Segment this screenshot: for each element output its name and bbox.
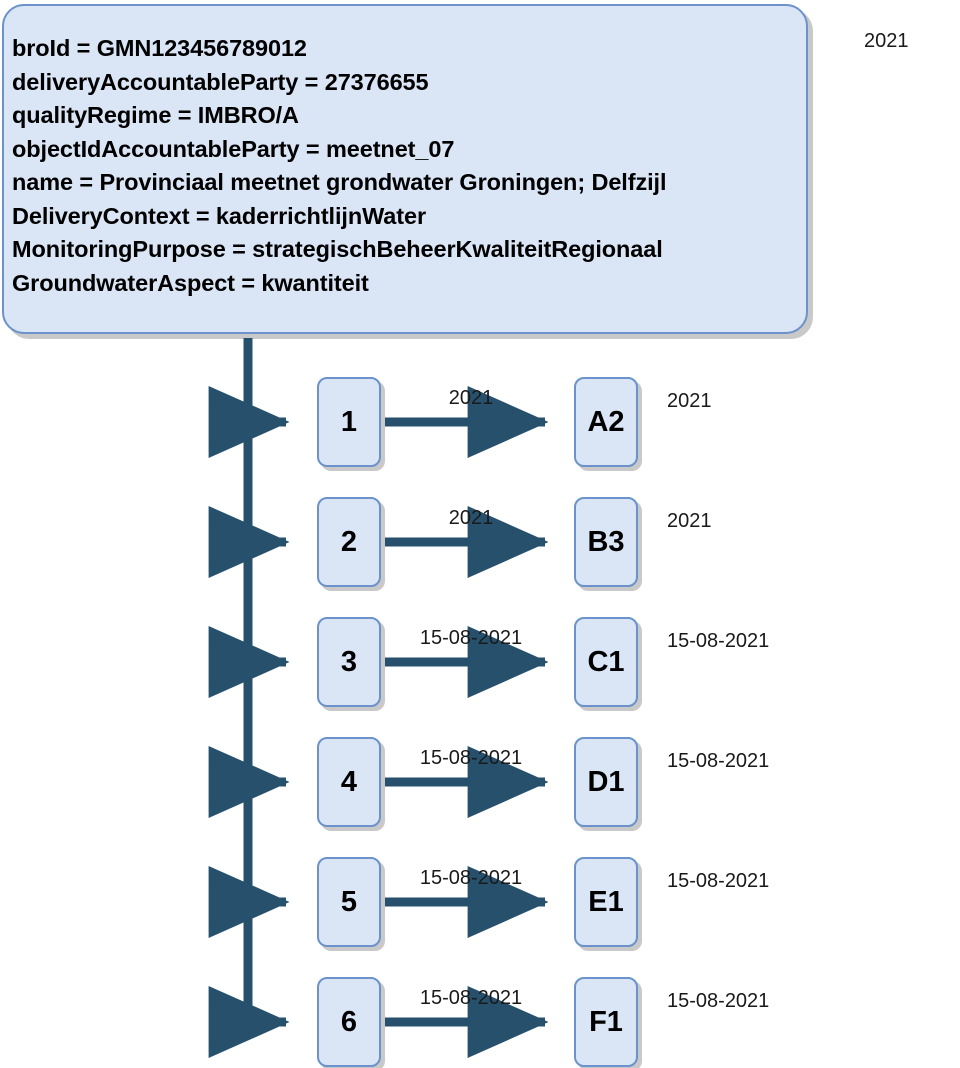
edge-label-5: 15-08-2021: [419, 867, 523, 889]
row-date-label-3: 15-08-2021: [667, 630, 770, 652]
tube-node-6[interactable]: F1: [574, 977, 638, 1067]
gmn-attribute-list: broId = GMN123456789012 deliveryAccounta…: [12, 32, 798, 300]
attribute-monitoringpurpose: MonitoringPurpose = strategischBeheerKwa…: [12, 236, 663, 262]
tube-node-3[interactable]: C1: [574, 617, 638, 707]
tube-node-4[interactable]: D1: [574, 737, 638, 827]
attribute-qualityregime: qualityRegime = IMBRO/A: [12, 102, 299, 128]
attribute-broid: broId = GMN123456789012: [12, 35, 307, 61]
measuring-point-node-4[interactable]: 4: [317, 737, 381, 827]
edge-label-1: 2021: [448, 387, 494, 409]
row-date-label-1: 2021: [667, 390, 712, 412]
edge-label-6: 15-08-2021: [419, 987, 523, 1009]
gmn-info-box: broId = GMN123456789012 deliveryAccounta…: [2, 4, 808, 334]
edge-label-3: 15-08-2021: [419, 627, 523, 649]
tube-node-1[interactable]: A2: [574, 377, 638, 467]
branch-connector-2: [208, 506, 290, 578]
attribute-objectidaccountableparty: objectIdAccountableParty = meetnet_07: [12, 135, 455, 162]
measuring-point-node-1[interactable]: 1: [317, 377, 381, 467]
tube-node-5[interactable]: E1: [574, 857, 638, 947]
row-date-label-2: 2021: [667, 510, 712, 532]
branch-connector-3: [208, 626, 290, 698]
branch-connector-5: [208, 866, 290, 938]
trunk-connector: [208, 338, 290, 1058]
row-date-label-6: 15-08-2021: [667, 990, 770, 1012]
edge-label-4: 15-08-2021: [419, 747, 523, 769]
measuring-point-node-6[interactable]: 6: [317, 977, 381, 1067]
attribute-deliverycontext: DeliveryContext = kaderrichtlijnWater: [12, 202, 426, 229]
tube-node-2[interactable]: B3: [574, 497, 638, 587]
attribute-groundwateraspect: GroundwaterAspect = kwantiteit: [12, 269, 369, 296]
attribute-name: name = Provinciaal meetnet grondwater Gr…: [12, 169, 667, 195]
measuring-point-node-5[interactable]: 5: [317, 857, 381, 947]
row-date-label-4: 15-08-2021: [667, 750, 770, 772]
root-date-label: 2021: [864, 30, 909, 52]
row-date-label-5: 15-08-2021: [667, 870, 770, 892]
branch-connector-1: [208, 386, 290, 458]
measuring-point-node-2[interactable]: 2: [317, 497, 381, 587]
branch-connector-4: [208, 746, 290, 818]
measuring-point-node-3[interactable]: 3: [317, 617, 381, 707]
edge-label-2: 2021: [448, 507, 494, 529]
attribute-deliveryaccountableparty: deliveryAccountableParty = 27376655: [12, 68, 429, 95]
